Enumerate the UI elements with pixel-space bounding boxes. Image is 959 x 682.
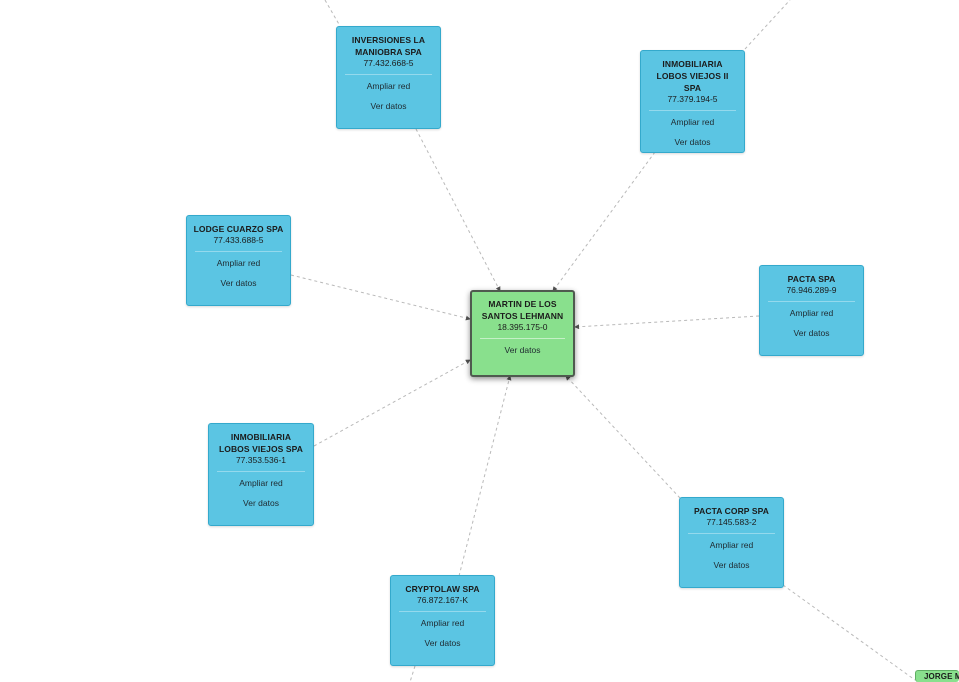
node-divider — [217, 471, 305, 472]
ver-datos-link[interactable]: Ver datos — [370, 101, 407, 111]
node-name: LODGE CUARZO SPA — [193, 224, 284, 234]
node-divider — [768, 301, 855, 302]
ampliar-red-link[interactable]: Ampliar red — [216, 258, 261, 268]
edge-lobos2-center — [552, 151, 656, 292]
edge-pacta-center — [574, 315, 760, 330]
edge-pactacorp-jorge — [782, 584, 916, 681]
company-node-cryptolaw[interactable]: CRYPTOLAW SPA 76.872.167-K Ampliar red V… — [390, 575, 495, 666]
person-node-partial[interactable]: JORGE M — [915, 670, 959, 682]
node-divider — [399, 611, 486, 612]
edge-cryptolaw-center — [458, 375, 512, 577]
company-node-pacta-corp[interactable]: PACTA CORP SPA 77.145.583-2 Ampliar red … — [679, 497, 784, 588]
node-rut: 76.946.289-9 — [786, 285, 837, 295]
company-node-inmobiliaria-lobos-viejos-ii[interactable]: INMOBILIARIA LOBOS VIEJOS II SPA 77.379.… — [640, 50, 745, 153]
node-divider — [688, 533, 775, 534]
node-rut: 18.395.175-0 — [497, 322, 548, 332]
node-rut: 77.353.536-1 — [235, 455, 287, 465]
node-name: INMOBILIARIA LOBOS VIEJOS SPA — [218, 432, 304, 454]
node-name: CRYPTOLAW SPA — [405, 584, 480, 594]
node-rut: 77.379.194-5 — [667, 94, 718, 104]
node-divider — [195, 251, 282, 252]
ampliar-red-link[interactable]: Ampliar red — [366, 81, 411, 91]
ampliar-red-link[interactable]: Ampliar red — [670, 117, 715, 127]
node-divider — [345, 74, 432, 75]
node-name: PACTA SPA — [787, 274, 836, 284]
ampliar-red-link[interactable]: Ampliar red — [789, 308, 834, 318]
node-rut: 77.432.668-5 — [363, 58, 414, 68]
node-divider — [649, 110, 736, 111]
ver-datos-link[interactable]: Ver datos — [504, 345, 541, 355]
ver-datos-link[interactable]: Ver datos — [424, 638, 461, 648]
ver-datos-link[interactable]: Ver datos — [793, 328, 830, 338]
edge-offscreen-top-left — [324, 0, 341, 27]
edge-lobos-center — [313, 359, 471, 447]
center-person-node[interactable]: MARTIN DE LOS SANTOS LEHMANN 18.395.175-… — [470, 290, 575, 377]
ampliar-red-link[interactable]: Ampliar red — [709, 540, 754, 550]
edge-offscreen-top-right — [744, 0, 791, 50]
node-name: INVERSIONES LA MANIOBRA SPA — [351, 35, 426, 57]
company-node-pacta[interactable]: PACTA SPA 76.946.289-9 Ampliar red Ver d… — [759, 265, 864, 356]
node-name: INMOBILIARIA LOBOS VIEJOS II SPA — [656, 59, 729, 93]
ver-datos-link[interactable]: Ver datos — [220, 278, 257, 288]
edge-pactacorp-center — [565, 375, 681, 499]
node-name: MARTIN DE LOS SANTOS LEHMANN — [481, 299, 564, 321]
ampliar-red-link[interactable]: Ampliar red — [239, 478, 283, 488]
company-node-inmobiliaria-lobos-viejos[interactable]: INMOBILIARIA LOBOS VIEJOS SPA 77.353.536… — [208, 423, 314, 526]
node-name: JORGE M — [924, 672, 959, 681]
node-rut: 76.872.167-K — [416, 595, 469, 605]
edge-lodge-center — [290, 274, 471, 321]
node-name: PACTA CORP SPA — [693, 506, 770, 516]
node-divider — [480, 338, 565, 339]
node-rut: 77.145.583-2 — [706, 517, 757, 527]
edge-inversiones-center — [415, 128, 501, 292]
ampliar-red-link[interactable]: Ampliar red — [420, 618, 465, 628]
edge-cryptolaw-offscreen — [409, 665, 416, 682]
ver-datos-link[interactable]: Ver datos — [674, 137, 711, 147]
ver-datos-link[interactable]: Ver datos — [713, 560, 750, 570]
node-rut: 77.433.688-5 — [213, 235, 264, 245]
company-node-inversiones-la-maniobra[interactable]: INVERSIONES LA MANIOBRA SPA 77.432.668-5… — [336, 26, 441, 129]
ver-datos-link[interactable]: Ver datos — [243, 498, 279, 508]
company-node-lodge-cuarzo[interactable]: LODGE CUARZO SPA 77.433.688-5 Ampliar re… — [186, 215, 291, 306]
